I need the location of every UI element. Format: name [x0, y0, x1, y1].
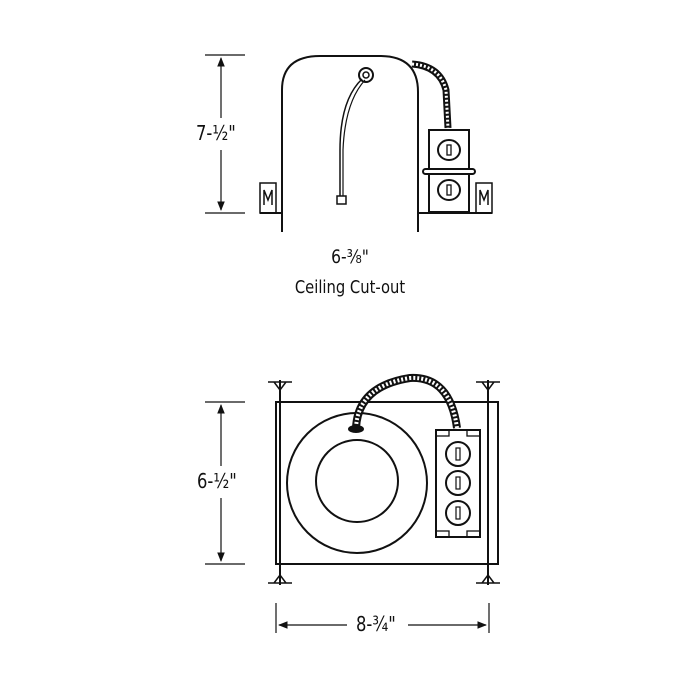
- width-dimension: 8-¾": [356, 612, 396, 636]
- outer-trim-circle: [286, 412, 428, 554]
- top-height-dimension: 6-½": [197, 469, 237, 493]
- side-height-dimension: 7-½": [196, 121, 236, 145]
- housing-outline: [281, 55, 419, 232]
- cutout-dimension: 6-³⁄₈": [331, 246, 369, 268]
- side-view: [205, 54, 493, 232]
- cutout-label: Ceiling Cut-out: [294, 277, 406, 298]
- aperture-circle: [315, 439, 399, 523]
- top-view: [205, 373, 500, 633]
- junction-box: [435, 429, 481, 538]
- plaster-frame: [275, 401, 499, 565]
